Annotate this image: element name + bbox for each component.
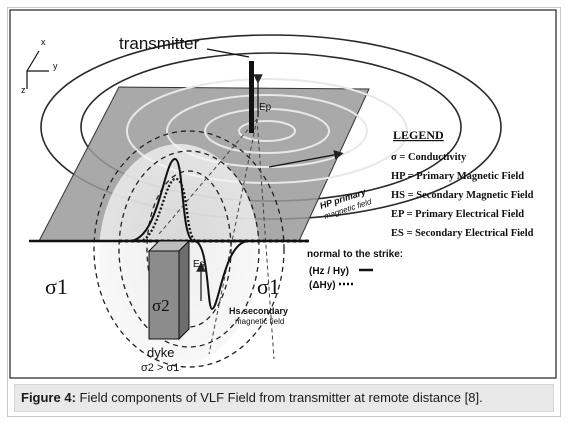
legend-item: ES = Secondary Electrical Field (391, 228, 534, 239)
hz-hy-label: (Hz / Hy) (309, 266, 349, 277)
axes-icon (26, 50, 49, 89)
axis-y-label: y (53, 61, 58, 71)
field-rays (158, 118, 275, 360)
caption-label: Figure 4: (21, 390, 76, 405)
figure-diagram: x y z transmitter Ep HP primary magnetic… (9, 9, 559, 379)
sigma1-left-label: σ1 (45, 274, 68, 299)
hs-magnetic-field-label: magnetic field (235, 317, 284, 326)
legend-title: LEGEND (393, 128, 444, 142)
primary-field-rings (126, 78, 408, 184)
delta-hy-label: (ΔHy) (309, 280, 336, 291)
legend-item: σ = Conductivity (391, 152, 467, 163)
normal-strike-label: normal to the strike: (307, 249, 403, 260)
transmitter-mast (249, 61, 263, 133)
legend-item: EP = Primary Electrical Field (391, 209, 524, 220)
transmitter-label: transmitter (119, 34, 200, 53)
dyke-block (147, 239, 191, 341)
dyke-relation-label: σ2 > σ1 (141, 362, 179, 374)
sigma2-label: σ2 (152, 296, 170, 315)
transmitter-pointer (206, 48, 250, 58)
axis-z-label: z (21, 85, 26, 95)
ep-label: Ep (259, 102, 272, 113)
hs-secondary-label: Hs secondary (229, 306, 288, 316)
legend-item: HP = Primary Magnetic Field (391, 171, 524, 182)
vlf-field-diagram: x y z transmitter Ep HP primary magnetic… (9, 9, 557, 379)
sigma1-right-label: σ1 (257, 274, 280, 299)
legend-item: HS = Secondary Magnetic Field (391, 190, 534, 201)
dyke-label: dyke (147, 345, 174, 360)
figure-caption: Figure 4: Field components of VLF Field … (14, 384, 554, 412)
secondary-field-loops (93, 130, 285, 368)
es-label: Es (193, 259, 205, 270)
axis-x-label: x (41, 37, 46, 47)
legend: LEGEND σ = Conductivity HP = Primary Mag… (391, 128, 534, 239)
delta-hy-curve (138, 177, 198, 243)
caption-text: Field components of VLF Field from trans… (75, 390, 483, 405)
hp-arrow (268, 150, 344, 168)
